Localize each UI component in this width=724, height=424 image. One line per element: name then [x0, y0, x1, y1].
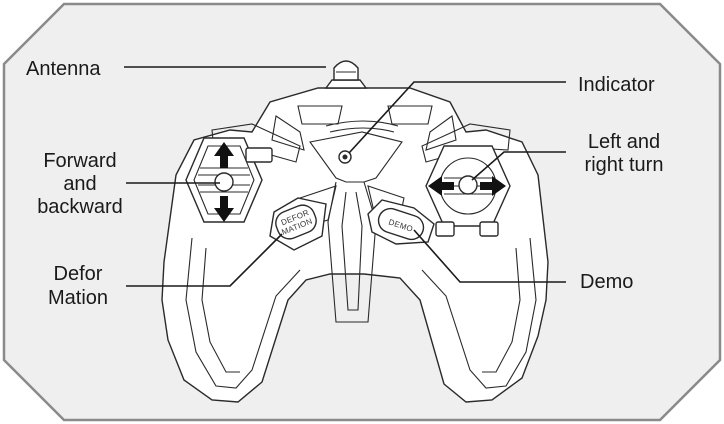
arrow-down-icon [214, 196, 234, 222]
labels: Antenna Indicator Forward and backward L… [26, 58, 663, 309]
label-forward-backward-2: and [63, 173, 96, 195]
left-stick-knob[interactable] [214, 172, 234, 192]
antenna-tip [333, 60, 359, 81]
arrow-right-icon [480, 176, 506, 196]
label-deformation-1: Defor [54, 263, 103, 285]
center-spine-inner [341, 191, 363, 311]
left-stick-hex-inner [193, 145, 255, 215]
leader-indicator [348, 81, 566, 154]
deformation-button[interactable]: DEFOR MATION [269, 197, 327, 251]
left-stick[interactable] [185, 137, 273, 223]
label-left-right-turn-2: right turn [585, 154, 664, 176]
top-vent-right [387, 105, 433, 125]
left-stick-bracket [245, 147, 273, 163]
controller-body: DEFOR MATION DEMO [161, 60, 549, 403]
leader-demo [413, 229, 566, 283]
leader-left-right-turn [471, 151, 566, 181]
label-forward-backward-3: backward [37, 196, 123, 218]
demo-button-cap [377, 207, 425, 241]
right-stick[interactable] [425, 145, 511, 237]
grip-contour-left-2 [201, 247, 240, 373]
right-stick-foot-right [479, 221, 499, 237]
leader-lines [124, 66, 566, 287]
center-grille [325, 120, 399, 133]
leader-deformation [126, 233, 283, 287]
label-antenna: Antenna [26, 58, 101, 80]
label-indicator: Indicator [578, 74, 655, 96]
center-housing [309, 131, 403, 183]
label-forward-backward-1: Forward [43, 150, 116, 172]
grip-contour-right [421, 237, 537, 389]
antenna-base [324, 79, 368, 89]
right-stick-foot-left [435, 221, 455, 237]
label-demo: Demo [580, 271, 633, 293]
top-wing-right [425, 115, 457, 151]
arrow-up-icon [214, 142, 234, 168]
indicator-light-dot [342, 154, 348, 160]
top-vent-left [297, 105, 343, 125]
top-wing-left [271, 115, 305, 151]
label-left-right-turn-1: Left and [588, 131, 660, 153]
shoulder-panel-right [421, 123, 511, 163]
grip-contour-left [185, 237, 301, 389]
label-deformation-2: Mation [48, 287, 108, 309]
arrow-left-icon [428, 176, 454, 196]
deformation-button-cap [275, 204, 317, 240]
